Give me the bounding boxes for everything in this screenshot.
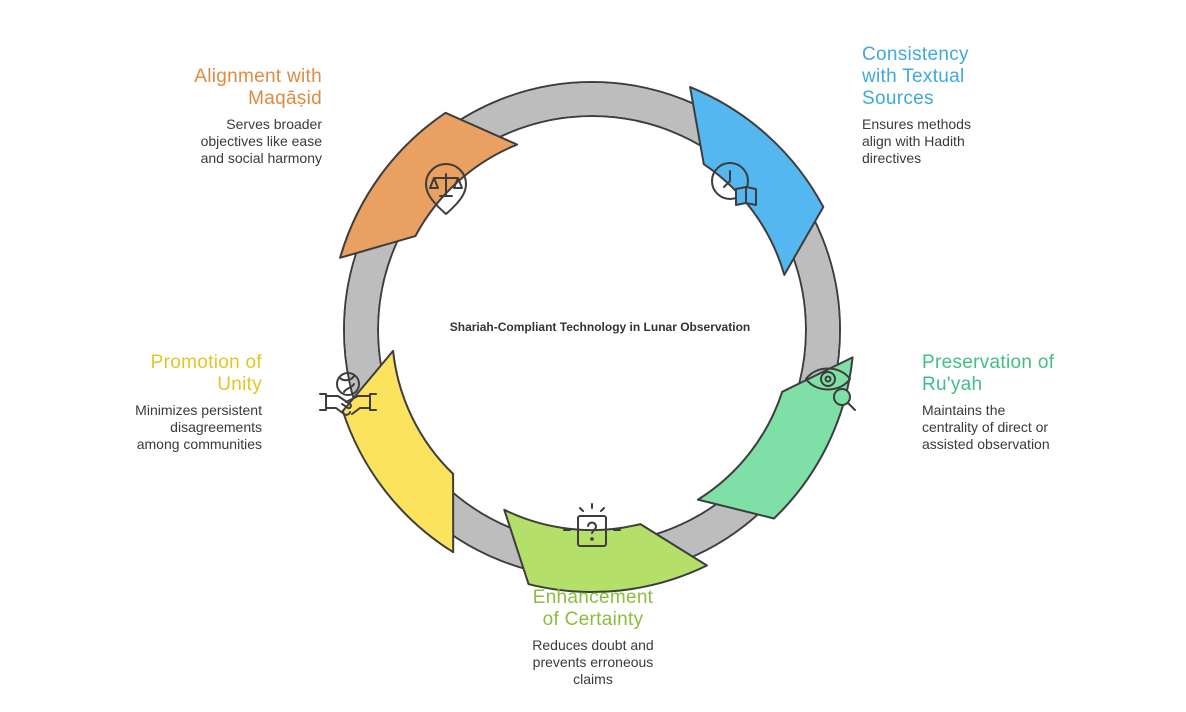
desc-line: prevents erroneous bbox=[532, 654, 654, 670]
desc-line: Reduces doubt and bbox=[532, 637, 654, 653]
center-title: Shariah-Compliant Technology in Lunar Ob… bbox=[449, 320, 751, 334]
node-enhancement-title: Enhancement of Certainty bbox=[478, 587, 708, 631]
node-alignment-description: Serves broader objectives like ease and … bbox=[100, 116, 322, 167]
question-box-icon bbox=[563, 503, 621, 547]
node-preservation: Preservation of Ru'yah Maintains the cen… bbox=[922, 352, 1142, 453]
title-line: Consistency bbox=[862, 44, 969, 65]
desc-line: align with Hadith bbox=[862, 133, 965, 149]
desc-line: disagreements bbox=[170, 419, 262, 435]
desc-line: centrality of direct or bbox=[922, 419, 1049, 435]
desc-line: Maintains the bbox=[922, 402, 1006, 418]
node-preservation-description: Maintains the centrality of direct or as… bbox=[922, 402, 1142, 453]
segment-preservation bbox=[697, 356, 854, 520]
desc-line: and social harmony bbox=[200, 150, 322, 166]
title-line: Promotion of bbox=[150, 352, 262, 373]
node-preservation-title: Preservation of Ru'yah bbox=[922, 352, 1142, 396]
desc-line: claims bbox=[573, 671, 613, 687]
title-line: of Certainty bbox=[542, 609, 644, 630]
title-line: Sources bbox=[862, 88, 934, 109]
clock-book-icon bbox=[711, 162, 757, 206]
segment-alignment bbox=[339, 111, 519, 259]
node-consistency-description: Ensures methods align with Hadith direct… bbox=[862, 116, 1082, 167]
segment-enhancement bbox=[503, 508, 708, 594]
title-line: Alignment with bbox=[194, 66, 322, 87]
node-promotion: Promotion of Unity Minimizes persistent … bbox=[40, 352, 262, 453]
node-enhancement: Enhancement of Certainty Reduces doubt a… bbox=[478, 587, 708, 688]
eye-search-icon bbox=[805, 367, 856, 411]
segment-consistency bbox=[689, 86, 825, 276]
title-line: Unity bbox=[217, 374, 262, 395]
desc-line: Ensures methods bbox=[862, 116, 971, 132]
desc-line: among communities bbox=[136, 436, 262, 452]
title-line: with Textual bbox=[862, 66, 965, 87]
desc-line: Serves broader bbox=[226, 116, 322, 132]
desc-line: Minimizes persistent bbox=[135, 402, 262, 418]
node-enhancement-description: Reduces doubt and prevents erroneous cla… bbox=[478, 637, 708, 688]
title-line: Preservation of bbox=[922, 352, 1055, 373]
title-line: Maqāṣid bbox=[248, 88, 322, 109]
node-promotion-description: Minimizes persistent disagreements among… bbox=[40, 402, 262, 453]
node-alignment: Alignment with Maqāṣid Serves broader ob… bbox=[100, 66, 322, 167]
desc-line: directives bbox=[862, 150, 922, 166]
node-consistency-title: Consistency with Textual Sources bbox=[862, 44, 1082, 110]
node-promotion-title: Promotion of Unity bbox=[40, 352, 262, 396]
handshake-globe-icon bbox=[319, 372, 377, 416]
node-consistency: Consistency with Textual Sources Ensures… bbox=[862, 44, 1082, 167]
node-alignment-title: Alignment with Maqāṣid bbox=[100, 66, 322, 110]
desc-line: assisted observation bbox=[922, 436, 1050, 452]
scales-pin-icon bbox=[425, 163, 467, 215]
title-line: Enhancement bbox=[532, 587, 654, 608]
desc-line: objectives like ease bbox=[200, 133, 322, 149]
title-line: Ru'yah bbox=[922, 374, 983, 395]
